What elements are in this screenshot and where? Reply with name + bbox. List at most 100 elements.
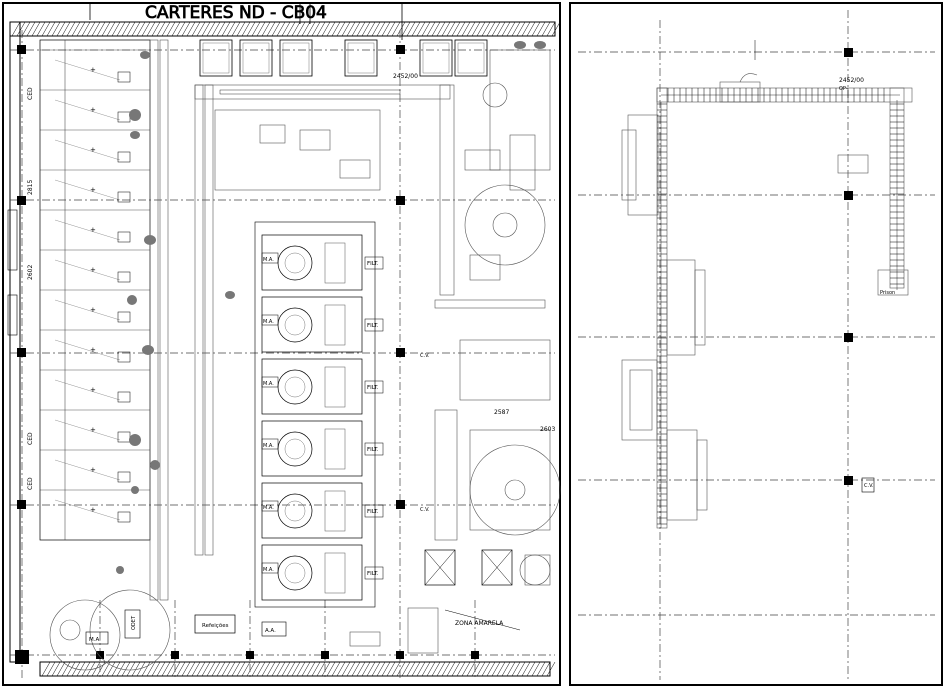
- hatch-stroke: [436, 661, 446, 677]
- hatch-stroke: [66, 661, 76, 677]
- filter-label: FILT.: [367, 571, 379, 577]
- filter-box: [364, 318, 384, 332]
- station-box: [117, 71, 131, 83]
- hatch-stroke: [61, 21, 71, 37]
- hatch-stroke: [46, 661, 56, 677]
- hatch-stroke: [16, 21, 26, 37]
- hatch-stroke: [341, 661, 351, 677]
- equipment-box: [239, 39, 273, 77]
- hatch-stroke: [231, 661, 241, 677]
- hatch-stroke: [446, 661, 456, 677]
- hatch-stroke: [291, 21, 301, 37]
- hatch-stroke: [166, 661, 176, 677]
- cell-panel: [324, 490, 346, 532]
- hatch-stroke: [56, 21, 66, 37]
- hatched-wall-left: [9, 21, 21, 663]
- vertical-label: CED: [27, 477, 34, 490]
- hatch-stroke: [61, 661, 71, 677]
- filter-label: FILT.: [367, 509, 379, 515]
- hatch-stroke: [96, 661, 106, 677]
- washer-inner: [284, 314, 306, 336]
- station-diagonal: [54, 139, 121, 161]
- equipment-box-inner: [347, 42, 375, 74]
- filter-box: [364, 380, 384, 394]
- hatch-stroke: [506, 661, 516, 677]
- hatch-stroke: [386, 661, 396, 677]
- hatch-stroke: [101, 21, 111, 37]
- station-box: [117, 271, 131, 283]
- station-box: [117, 111, 131, 123]
- hatch-stroke: [381, 21, 391, 37]
- station-diagonal: [54, 379, 121, 401]
- right-dimension-label: 2452/00: [839, 77, 864, 84]
- cell-panel: [324, 428, 346, 470]
- hatch-stroke: [91, 21, 101, 37]
- ma-label: M.A.: [263, 319, 274, 325]
- station-box: [117, 511, 131, 523]
- station-cross: +: [90, 226, 96, 234]
- hatch-stroke: [276, 21, 286, 37]
- filter-labels: FILT.FILT.FILT.FILT.FILT.FILT.: [364, 256, 384, 580]
- hatch-stroke: [186, 21, 196, 37]
- hatch-stroke: [196, 661, 206, 677]
- hatch-stroke: [461, 21, 471, 37]
- station-diagonal: [54, 339, 121, 361]
- hatch-stroke: [136, 21, 146, 37]
- station-cross: +: [90, 466, 96, 474]
- hatch-stroke: [371, 661, 381, 677]
- right-cv-label: C.V.: [864, 483, 874, 489]
- hatched-wall-bottom: [39, 661, 556, 677]
- hatch-stroke: [51, 661, 61, 677]
- hatch-stroke: [431, 21, 441, 37]
- station-diagonal: [54, 459, 121, 481]
- right-grid-lines: [578, 10, 935, 680]
- hatch-stroke: [196, 21, 206, 37]
- hatch-stroke: [241, 661, 251, 677]
- washer-inner: [284, 438, 306, 460]
- equipment-box: [279, 39, 313, 77]
- hatch-stroke: [106, 661, 116, 677]
- equipment-box-inner: [202, 42, 230, 74]
- ma-label: M.A.: [263, 567, 274, 573]
- ma-box: [261, 376, 279, 388]
- hatch-stroke: [541, 661, 551, 677]
- hatch-stroke: [441, 661, 451, 677]
- cell-panel: [324, 304, 346, 346]
- hatch-stroke: [516, 21, 526, 37]
- cells-outline: [254, 221, 376, 608]
- hatch-stroke: [126, 21, 136, 37]
- filter-box: [364, 566, 384, 580]
- hatch-stroke: [371, 21, 381, 37]
- hatch-stroke: [131, 21, 141, 37]
- hatch-stroke: [271, 661, 281, 677]
- hatch-stroke: [316, 661, 326, 677]
- hatch-stroke: [336, 661, 346, 677]
- hatch-stroke: [406, 21, 416, 37]
- ma-box: [261, 252, 279, 264]
- hatch-stroke: [231, 21, 241, 37]
- hatch-stroke: [126, 661, 136, 677]
- hatch-stroke: [531, 21, 541, 37]
- hatch-stroke: [186, 661, 196, 677]
- hatch-stroke: [41, 21, 51, 37]
- hatch-stroke: [486, 21, 496, 37]
- hatch-stroke: [26, 21, 36, 37]
- structural-columns: [15, 45, 479, 664]
- station-cross: +: [90, 386, 96, 394]
- hatch-stroke: [236, 21, 246, 37]
- equipment-box-inner: [422, 42, 450, 74]
- hatch-stroke: [356, 21, 366, 37]
- hatch-stroke: [516, 661, 526, 677]
- hatch-stroke: [261, 21, 271, 37]
- hatch-stroke: [466, 661, 476, 677]
- hatch-stroke: [381, 661, 391, 677]
- equipment-box: [419, 39, 453, 77]
- right-floor-plan: 2452/00 OP- C.V. Prison: [569, 2, 943, 686]
- washer-drum: [277, 431, 313, 467]
- hatch-stroke: [426, 661, 436, 677]
- hatch-stroke: [266, 661, 276, 677]
- hatch-stroke: [136, 661, 146, 677]
- hatch-stroke: [236, 661, 246, 677]
- hatch-stroke: [451, 21, 461, 37]
